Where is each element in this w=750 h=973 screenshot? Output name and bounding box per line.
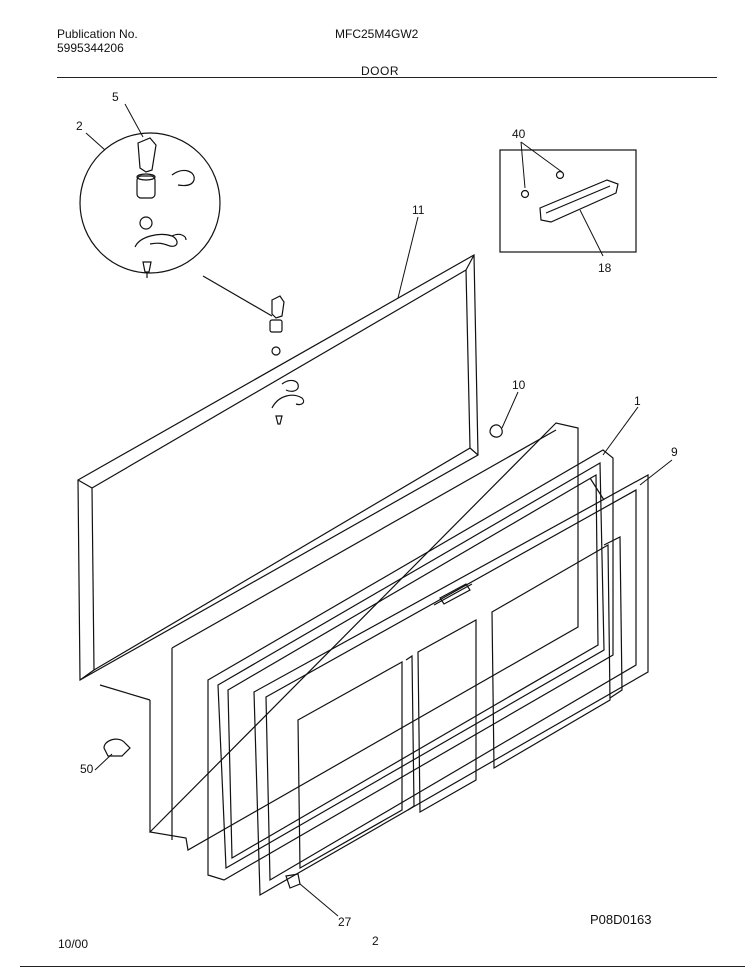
hinge-bracket-part <box>103 738 131 757</box>
callout-1: 1 <box>634 394 641 408</box>
door-bumper-part <box>489 424 503 438</box>
callout-2: 2 <box>76 119 83 133</box>
outer-door-panel <box>77 253 479 682</box>
callout-9: 9 <box>671 445 678 459</box>
door-gasket-frame <box>207 449 614 881</box>
header-divider <box>57 77 717 78</box>
door-liner-block <box>99 422 579 851</box>
publication-number: 5995344206 <box>57 41 124 55</box>
hinge-detail-circle <box>79 132 221 278</box>
callout-50: 50 <box>80 762 94 776</box>
callout-10: 10 <box>512 378 526 392</box>
hinge-parts-mounted <box>269 295 305 425</box>
publication-date: 10/00 <box>58 937 89 951</box>
detail-leader <box>202 275 273 317</box>
hinge-bracket-inset <box>499 149 637 253</box>
inner-door-panel <box>253 473 649 897</box>
model-number: MFC25M4GW2 <box>335 27 419 41</box>
callout-5: 5 <box>112 90 119 104</box>
callout-27: 27 <box>338 915 352 929</box>
section-title: DOOR <box>361 64 399 78</box>
page-number: 2 <box>372 934 379 948</box>
publication-label: Publication No. <box>57 27 138 41</box>
callout-11: 11 <box>412 203 425 217</box>
callout-40: 40 <box>512 127 526 141</box>
leader-lines <box>85 103 673 917</box>
footer-divider <box>20 966 745 967</box>
drawing-code: P08D0163 <box>590 912 652 927</box>
callout-18: 18 <box>598 261 612 275</box>
